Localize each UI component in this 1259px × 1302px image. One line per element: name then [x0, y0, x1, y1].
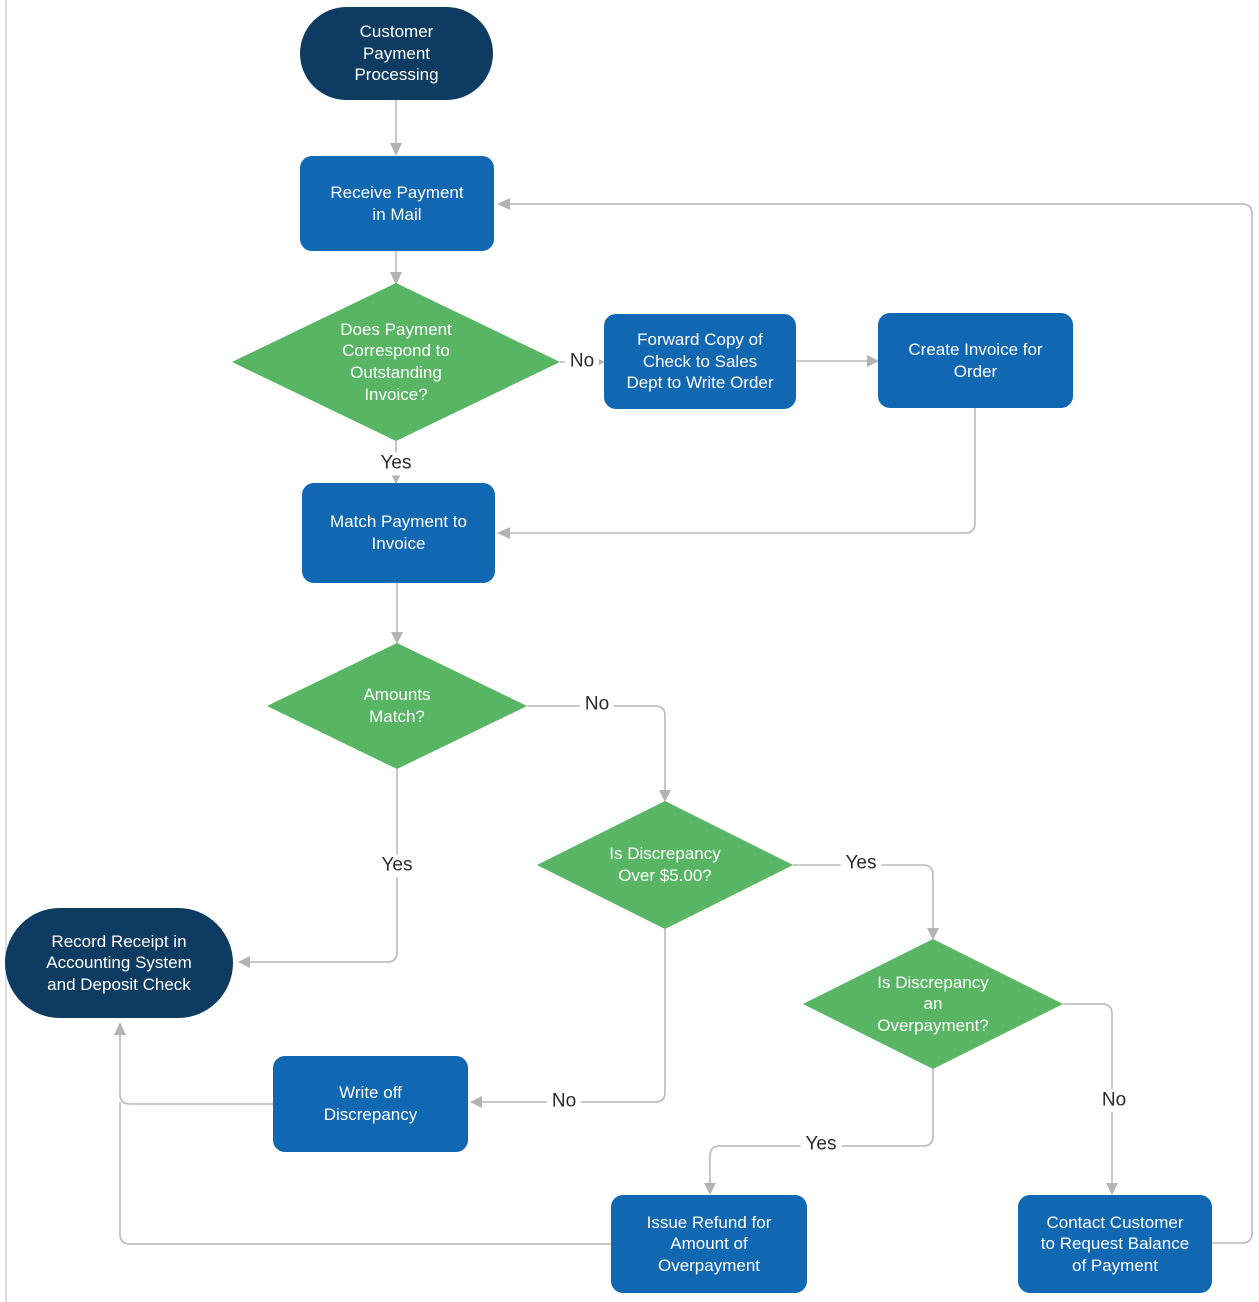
over5-decision-label: Is Discrepancy Over $5.00? [609, 844, 721, 885]
connector-over5-no-writeoff [481, 929, 666, 1103]
issue-refund-node[interactable]: Issue Refund for Amount of Overpayment [611, 1195, 807, 1293]
forward-copy-label: Forward Copy of Check to Sales Dept to W… [626, 330, 774, 393]
edge-label-over5-yes: Yes [840, 852, 882, 876]
receive-payment-label: Receive Payment in Mail [330, 182, 464, 224]
arrowhead-into-receive-top [390, 143, 402, 156]
connector-amounts-no-over5 [527, 705, 666, 790]
receive-payment-node[interactable]: Receive Payment in Mail [300, 156, 494, 251]
invoice-decision-label: Does Payment Correspond to Outstanding I… [340, 319, 452, 404]
overpayment-decision-diamond[interactable] [803, 939, 1063, 1069]
amounts-decision-diamond[interactable] [267, 643, 527, 769]
record-receipt-node[interactable]: Record Receipt in Accounting System and … [5, 908, 233, 1018]
match-payment-node[interactable]: Match Payment to Invoice [302, 483, 495, 583]
arrowhead-into-create [867, 355, 879, 367]
invoice-decision-text: Does Payment Correspond to Outstanding I… [252, 293, 540, 431]
edge-label-invoice-no: No [564, 350, 600, 374]
arrowhead-into-refund-top [704, 1183, 716, 1195]
forward-copy-node[interactable]: Forward Copy of Check to Sales Dept to W… [604, 314, 796, 409]
connector-amounts-yes-record [249, 769, 398, 963]
over5-decision-text: Is Discrepancy Over $5.00? [555, 833, 775, 897]
connector-contact-receive [509, 203, 1253, 1244]
match-payment-label: Match Payment to Invoice [329, 512, 467, 553]
edge-label-over5-no: No [546, 1090, 582, 1114]
connector-refund-record [119, 1102, 611, 1245]
create-invoice-label: Create Invoice for Order [908, 339, 1043, 381]
contact-customer-node[interactable]: Contact Customer to Request Balance of P… [1018, 1195, 1212, 1293]
connector-create-match [508, 408, 976, 534]
write-off-node[interactable]: Write off Discrepancy [273, 1056, 468, 1152]
start-node-label: Customer Payment Processing [354, 22, 439, 85]
start-node[interactable]: Customer Payment Processing [300, 7, 493, 100]
invoice-decision-diamond[interactable] [232, 283, 560, 441]
arrowhead-into-record-bottom [114, 1022, 126, 1035]
overpayment-decision-text: Is Discrepancy an Overpayment? [823, 963, 1043, 1045]
create-invoice-node[interactable]: Create Invoice for Order [878, 313, 1073, 408]
edge-label-amounts-no: No [579, 693, 615, 717]
arrowhead-into-writeoff-right [470, 1096, 482, 1108]
amounts-decision-text: Amounts Match? [297, 668, 497, 744]
arrowhead-into-record-right [238, 956, 250, 968]
arrowhead-into-overpayment-decision [927, 928, 939, 940]
arrowhead-into-receive-right [497, 198, 510, 210]
issue-refund-label: Issue Refund for Amount of Overpayment [646, 1212, 772, 1275]
edge-label-amounts-yes: Yes [376, 854, 418, 878]
edge-label-overpayment-yes: Yes [800, 1133, 842, 1157]
arrowhead-into-over5-decision [659, 790, 671, 802]
connector-writeoff-record [119, 1035, 273, 1105]
arrowhead-into-amounts-decision [391, 632, 403, 644]
connector-overpayment-no-contact [1063, 1003, 1113, 1183]
over5-decision-diamond[interactable] [537, 801, 793, 929]
amounts-decision-label: Amounts Match? [363, 685, 431, 726]
edge-label-invoice-yes: Yes [375, 452, 417, 476]
contact-customer-label: Contact Customer to Request Balance of P… [1040, 1212, 1190, 1275]
overpayment-decision-label: Is Discrepancy an Overpayment? [877, 972, 989, 1035]
page-edge-line [5, 0, 7, 1302]
edge-label-overpayment-no: No [1096, 1089, 1132, 1113]
arrowhead-into-contact-top [1106, 1183, 1118, 1195]
write-off-label: Write off Discrepancy [323, 1083, 418, 1124]
arrowhead-into-invoice-decision [390, 272, 402, 285]
arrowhead-into-match-right [497, 527, 510, 539]
connector-over5-yes-overpayment [793, 864, 934, 928]
record-receipt-label: Record Receipt in Accounting System and … [46, 931, 192, 994]
connector-overpayment-yes-refund [709, 1069, 934, 1183]
